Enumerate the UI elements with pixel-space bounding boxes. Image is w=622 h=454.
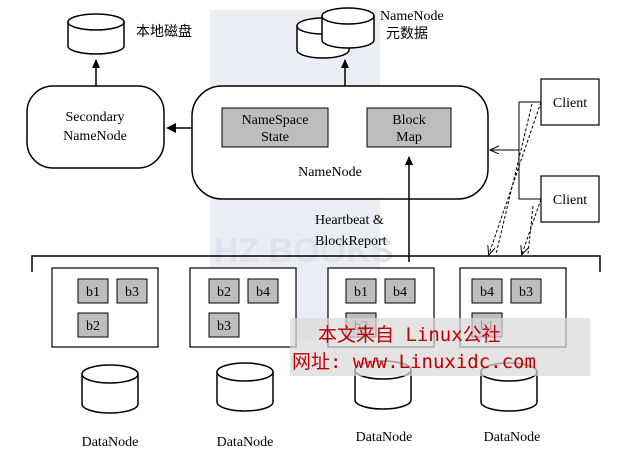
datanode-4-block-label: b3 [519, 285, 533, 300]
datanode-2-block [247, 278, 279, 304]
datanode-2-block-label: b4 [256, 285, 270, 300]
datanode-3-block-label: b4 [393, 285, 407, 300]
datanode-1-block [77, 278, 109, 304]
datanode-4-block-label: b4 [480, 285, 494, 300]
block-map-line1: Block [392, 113, 425, 128]
client-label-2: Client [553, 193, 587, 208]
datanode-2-block [208, 278, 240, 304]
heartbeat-label-line2: BlockReport [315, 234, 387, 249]
client2-datanode-dashed-a [522, 198, 542, 254]
datanode-disk-2 [216, 362, 274, 412]
namespace-state-line2: State [261, 130, 289, 145]
metadata-disk-front [321, 7, 375, 49]
secondary-namenode-line1: Secondary [65, 110, 124, 125]
client-box-1 [540, 78, 600, 126]
site-watermark-line2: 网址: www.Linuxidc.com [292, 351, 536, 373]
client-label-1: Client [553, 96, 587, 111]
site-watermark-line1: 本文来自 Linux公社 [318, 324, 501, 346]
datanode-label-1: DataNode [82, 435, 139, 450]
datanode-2-block-label: b3 [217, 319, 231, 334]
datanode-1-block-label: b1 [86, 285, 100, 300]
background-logo-text: HZ BOOKS [214, 232, 393, 270]
client1-datanode-dashed-b [495, 103, 533, 255]
datanode-1-block [77, 312, 109, 338]
namespace-state-line1: NameSpace [242, 113, 309, 128]
block-map-box [366, 107, 452, 148]
datanode-1-block-label: b2 [86, 319, 100, 334]
client-box-2 [540, 175, 600, 223]
client-bracket [518, 101, 541, 200]
namespace-state-box [221, 107, 329, 148]
datanode-3-block-label: b1 [354, 285, 368, 300]
client2-datanode-dashed-b [527, 205, 534, 255]
datanode-bracket [31, 255, 601, 272]
site-watermark: 本文来自 Linux公社 网址: www.Linuxidc.com [290, 318, 590, 376]
datanode-2-block-label: b2 [217, 285, 231, 300]
metadata-label-line2: 元数据 [386, 26, 428, 42]
namenode-label: NameNode [298, 165, 362, 180]
datanode-1-block-label: b3 [125, 285, 139, 300]
link-arrowhead-left [166, 123, 176, 133]
local-disk-cylinder [67, 13, 125, 55]
secondary-namenode-box [26, 85, 165, 169]
datanode-disk-1 [81, 364, 139, 414]
local-disk-label: 本地磁盘 [136, 23, 192, 40]
site-watermark-bg [290, 318, 590, 376]
metadata-label-line1: NameNode [380, 9, 444, 24]
datanode-label-3: DataNode [356, 430, 413, 445]
client1-datanode-dashed-a [489, 101, 542, 254]
datanode-4-block [471, 278, 503, 304]
datanode-3-block [345, 278, 377, 304]
block-map-line2: Map [396, 130, 422, 145]
datanode-2-block [208, 312, 240, 338]
datanode-box-2 [189, 267, 297, 348]
datanode-4-block [510, 278, 542, 304]
datanode-label-2: DataNode [217, 435, 274, 450]
datanode-3-block [384, 278, 416, 304]
datanode-1-block [116, 278, 148, 304]
secondary-namenode-line2: NameNode [63, 129, 127, 144]
heartbeat-label-line1: Heartbeat & [315, 213, 384, 228]
datanode-label-4: DataNode [484, 430, 541, 445]
